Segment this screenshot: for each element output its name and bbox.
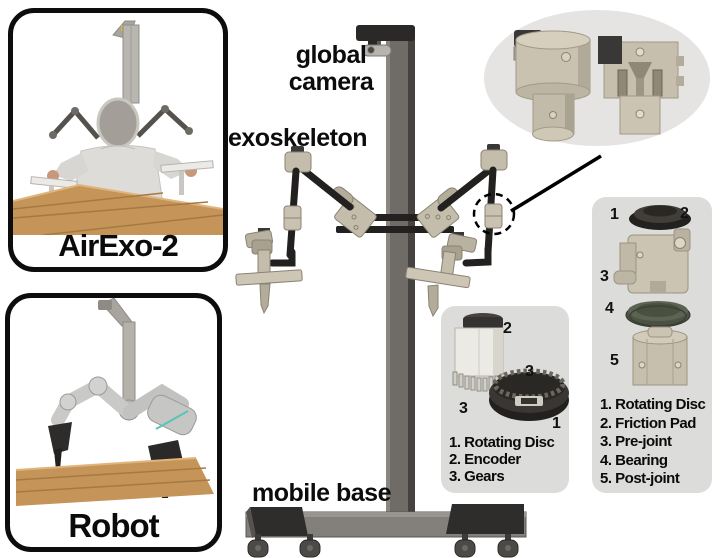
exo-arms-photo [49, 105, 193, 140]
post-joint-drawing [632, 326, 688, 386]
stand-pole [356, 25, 415, 515]
blurred-head [96, 97, 140, 149]
joint-highlight-circle [472, 192, 516, 236]
global-camera-label-line2: camera [288, 68, 374, 96]
mobile-base-label: mobile base [252, 479, 392, 507]
airexo-inset: AirExo-2 [8, 8, 228, 272]
parts-list-item: 2. Friction Pad [600, 414, 696, 432]
joint-parts-list: 1. Rotating Disc 2. Friction Pad 3. Pre-… [600, 396, 710, 489]
parts-list-item: 3. Pre-joint [600, 433, 672, 450]
parts-list-item: 4. Bearing [600, 451, 668, 469]
global-camera-label: global camera [283, 42, 379, 96]
assembled-joint-drawing [513, 30, 591, 142]
sectioned-joint-drawing [598, 36, 684, 135]
parts-list-item: 3. Gears [449, 468, 505, 485]
joint-callout-5: 5 [610, 352, 619, 369]
caster-wheel [497, 534, 519, 558]
wooden-table [15, 457, 214, 506]
left-gripper [48, 422, 72, 454]
joint-callout-3: 3 [600, 268, 609, 285]
callout-line [510, 154, 602, 213]
caster-wheel [299, 534, 321, 558]
parts-list-item: 1. Rotating Disc [600, 396, 706, 413]
rotating-disc-friction-pad-drawing [629, 205, 691, 230]
camera-frame [112, 20, 140, 104]
robot-photo [15, 298, 214, 506]
encoder-exploded-drawing [452, 313, 569, 421]
encoder-callout-3a: 3 [525, 363, 534, 380]
joint-callout-2: 2 [680, 205, 689, 222]
joint-callout-1: 1 [610, 206, 619, 223]
joint-closeup-inset [484, 10, 710, 146]
exoskeleton-label: exoskeleton [228, 124, 368, 152]
joint-panel: 1 2 3 4 5 1. Rotating Disc 2. Friction P… [592, 197, 712, 493]
parts-list-item: 5. Post-joint [600, 470, 680, 487]
right-exo-arm [405, 144, 508, 318]
left-handle [235, 228, 303, 315]
airexo-photo [13, 20, 223, 235]
global-camera-label-line1: global [295, 41, 367, 69]
encoder-parts-list: 1. Rotating Disc 2. Encoder 3. Gears [449, 434, 567, 485]
encoder-callout-2: 2 [503, 320, 512, 337]
robot-inset: Robot [5, 293, 222, 552]
rotating-disc-drawing [489, 368, 569, 421]
wooden-table [13, 183, 223, 235]
left-exo-arm [235, 146, 354, 315]
pole-top-cap [356, 25, 415, 41]
parts-list-item: 1. Rotating Disc [449, 434, 555, 451]
pre-joint-drawing [613, 228, 691, 294]
parts-list-item: 2. Encoder [449, 451, 521, 468]
joint-exploded-drawing [613, 205, 691, 386]
gear-teeth [452, 371, 506, 392]
bearing-drawing [625, 301, 691, 328]
robot-label: Robot [68, 507, 159, 544]
encoder-drawing [452, 313, 506, 392]
right-handle [405, 232, 478, 318]
joint-callout-4: 4 [605, 300, 614, 317]
encoder-panel: 2 3 3 1 1. Rotating Disc 2. Encoder 3. G… [441, 306, 569, 493]
encoder-callout-3b: 3 [459, 400, 468, 417]
encoder-callout-1: 1 [552, 415, 561, 432]
mobile-base-drawing [245, 504, 527, 558]
airexo-label: AirExo-2 [58, 228, 178, 263]
caster-wheel [247, 534, 269, 558]
caster-wheel [454, 534, 476, 558]
global-camera-drawing [362, 41, 392, 57]
